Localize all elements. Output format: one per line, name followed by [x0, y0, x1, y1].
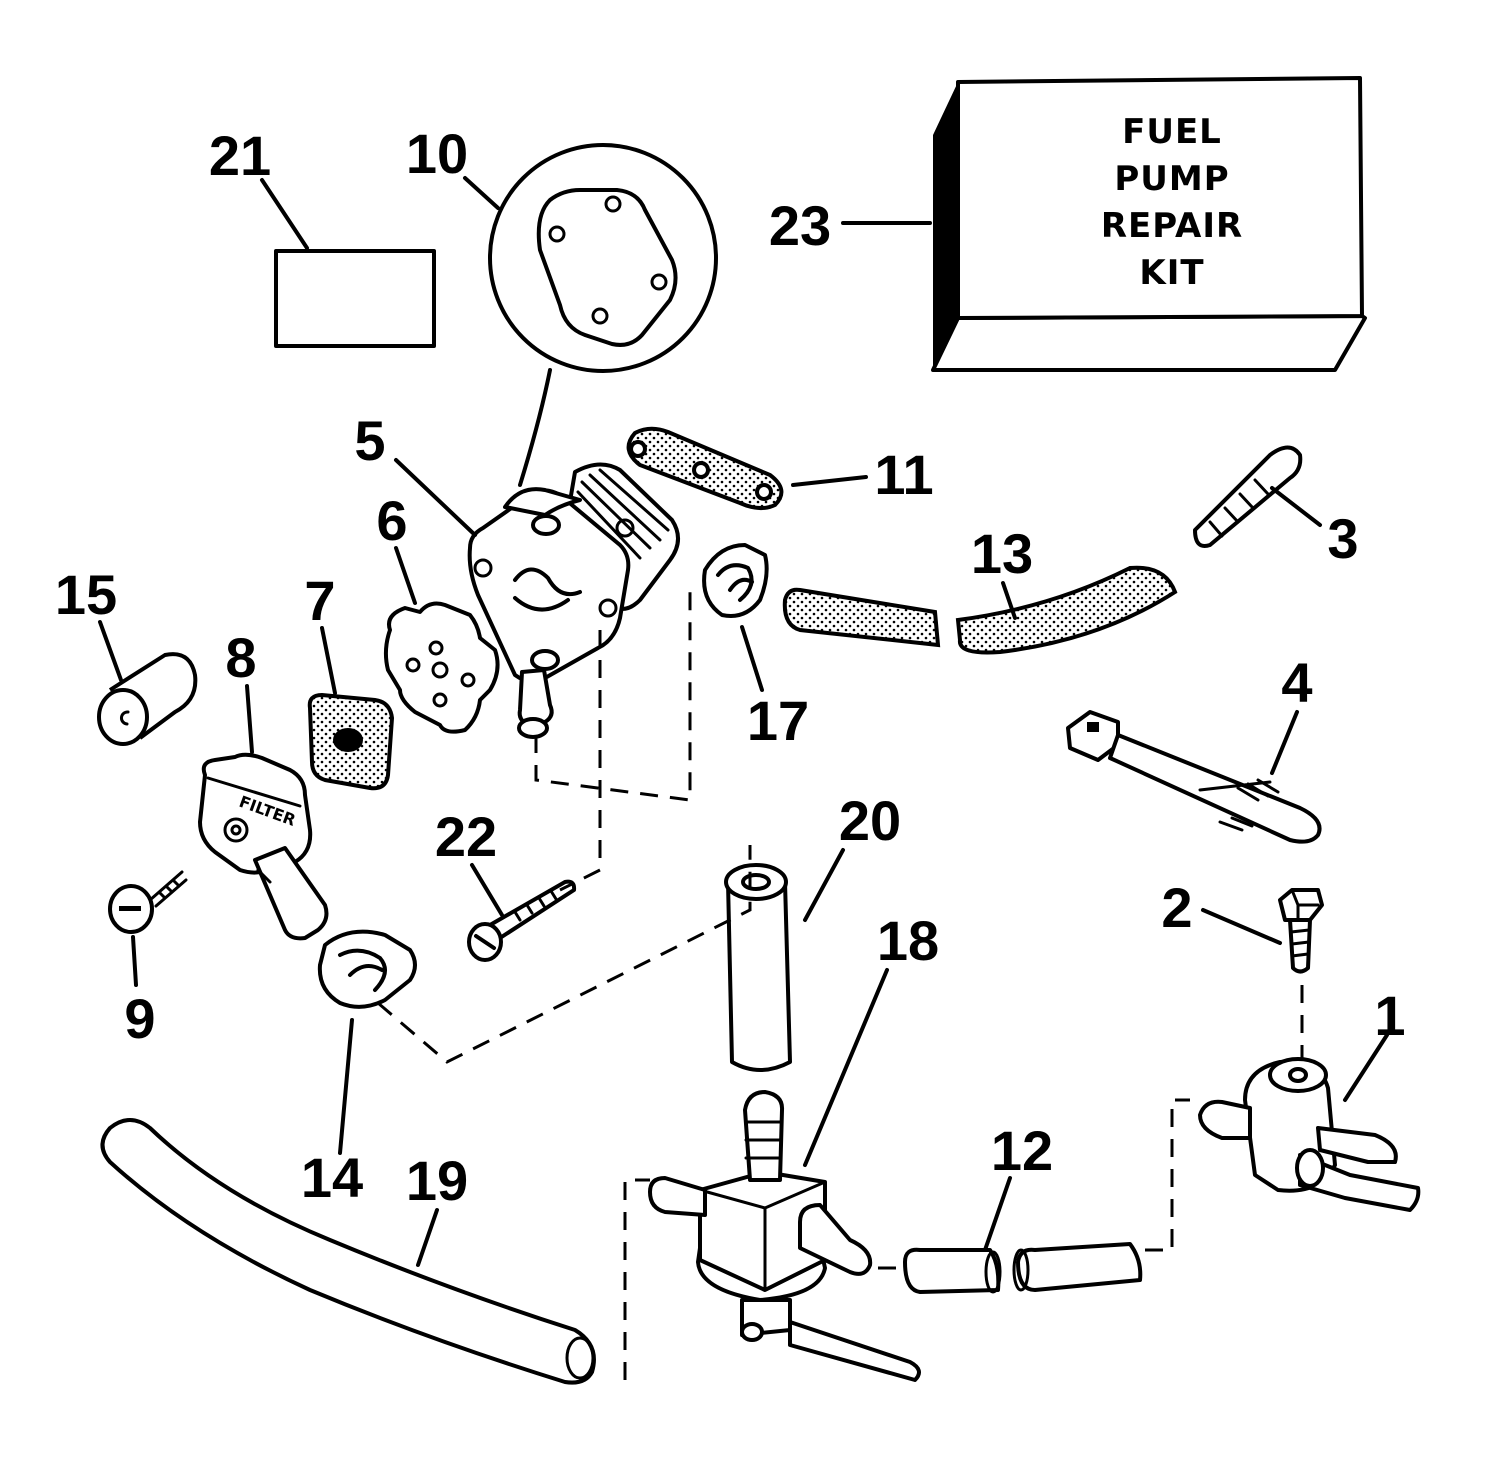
leader-17	[740, 625, 764, 692]
leader-8	[245, 684, 254, 754]
part-20-tube	[724, 863, 792, 1072]
leader-14	[338, 1018, 354, 1155]
leader-11	[791, 475, 868, 487]
part-10-gasket-detail	[488, 143, 718, 373]
callout-21: 19	[406, 1149, 468, 1212]
callout-22: 22	[435, 805, 497, 868]
leader-2	[1201, 908, 1282, 945]
part-22-screw	[467, 879, 577, 962]
part-14-hose-clamp	[317, 929, 417, 1009]
routing-dashed-lines	[377, 590, 1304, 1380]
part-18-fuel-valve	[648, 1090, 921, 1382]
callout-12: 12	[991, 1119, 1053, 1182]
part-12-hose	[903, 1242, 1143, 1294]
leader-1	[1343, 1033, 1389, 1102]
leader-22	[470, 863, 504, 917]
callout-20: 20	[839, 789, 901, 852]
leader-5	[394, 458, 477, 537]
part-3-fitting	[1193, 445, 1303, 548]
part-7-filter-screen	[307, 692, 395, 791]
leader-7	[320, 626, 337, 695]
callout-23: 23	[769, 194, 831, 257]
leader-13	[1001, 581, 1017, 620]
part-9-screw	[108, 870, 188, 934]
callout-17: 17	[747, 689, 809, 752]
part-19-decal	[274, 249, 436, 348]
callout-1: 1	[1374, 984, 1405, 1047]
callout-2: 2	[1161, 876, 1192, 939]
callout-15: 15	[55, 563, 117, 626]
part-4-tie-strap	[1066, 710, 1322, 844]
leader-20	[803, 848, 845, 922]
part-1-connector-valve	[1198, 1057, 1421, 1212]
callout-7: 7	[304, 569, 335, 632]
callout-13: 13	[971, 522, 1033, 585]
leader-9	[131, 935, 138, 987]
leader-4	[1270, 710, 1299, 775]
kit-label-line3: REPAIR	[1101, 206, 1243, 246]
part-2-bolt	[1278, 888, 1324, 974]
callout-19: 21	[209, 124, 271, 187]
leader-10	[463, 176, 500, 210]
kit-label-line1: FUEL	[1122, 112, 1222, 152]
callout-3: 3	[1327, 507, 1358, 570]
part-21-hose	[100, 1118, 596, 1385]
part-11-gasket	[626, 426, 784, 510]
leader-18	[803, 968, 889, 1167]
callout-4: 4	[1281, 651, 1312, 714]
part-6-diaphragm	[383, 601, 500, 734]
part-13-hose	[955, 565, 1178, 655]
part-5-fuel-pump	[467, 462, 680, 739]
part-8-filter-cover: FILTER	[198, 752, 329, 941]
callout-8: 8	[225, 626, 256, 689]
leader-19	[260, 178, 309, 250]
callout-6: 6	[376, 489, 407, 552]
part-13-hose-segment-short	[782, 587, 941, 648]
callout-14: 14	[301, 1146, 363, 1209]
kit-label-line2: PUMP	[1114, 159, 1229, 199]
leader-10-to-pump	[518, 368, 552, 487]
leader-6	[394, 546, 417, 605]
callout-5: 5	[354, 409, 385, 472]
leader-15	[98, 620, 123, 682]
leader-12	[983, 1176, 1012, 1252]
callout-18: 18	[877, 909, 939, 972]
callout-9: 9	[124, 987, 155, 1050]
part-15-filter-element	[97, 652, 198, 746]
part-17-hose-clamp	[702, 543, 769, 618]
part-23-repair-kit-box: FUEL PUMP REPAIR KIT	[931, 76, 1367, 372]
callout-11: 11	[874, 443, 933, 506]
callout-10: 10	[406, 122, 468, 185]
leader-21	[416, 1208, 439, 1267]
leader-3	[1270, 486, 1322, 527]
kit-label-line4: KIT	[1139, 253, 1204, 293]
